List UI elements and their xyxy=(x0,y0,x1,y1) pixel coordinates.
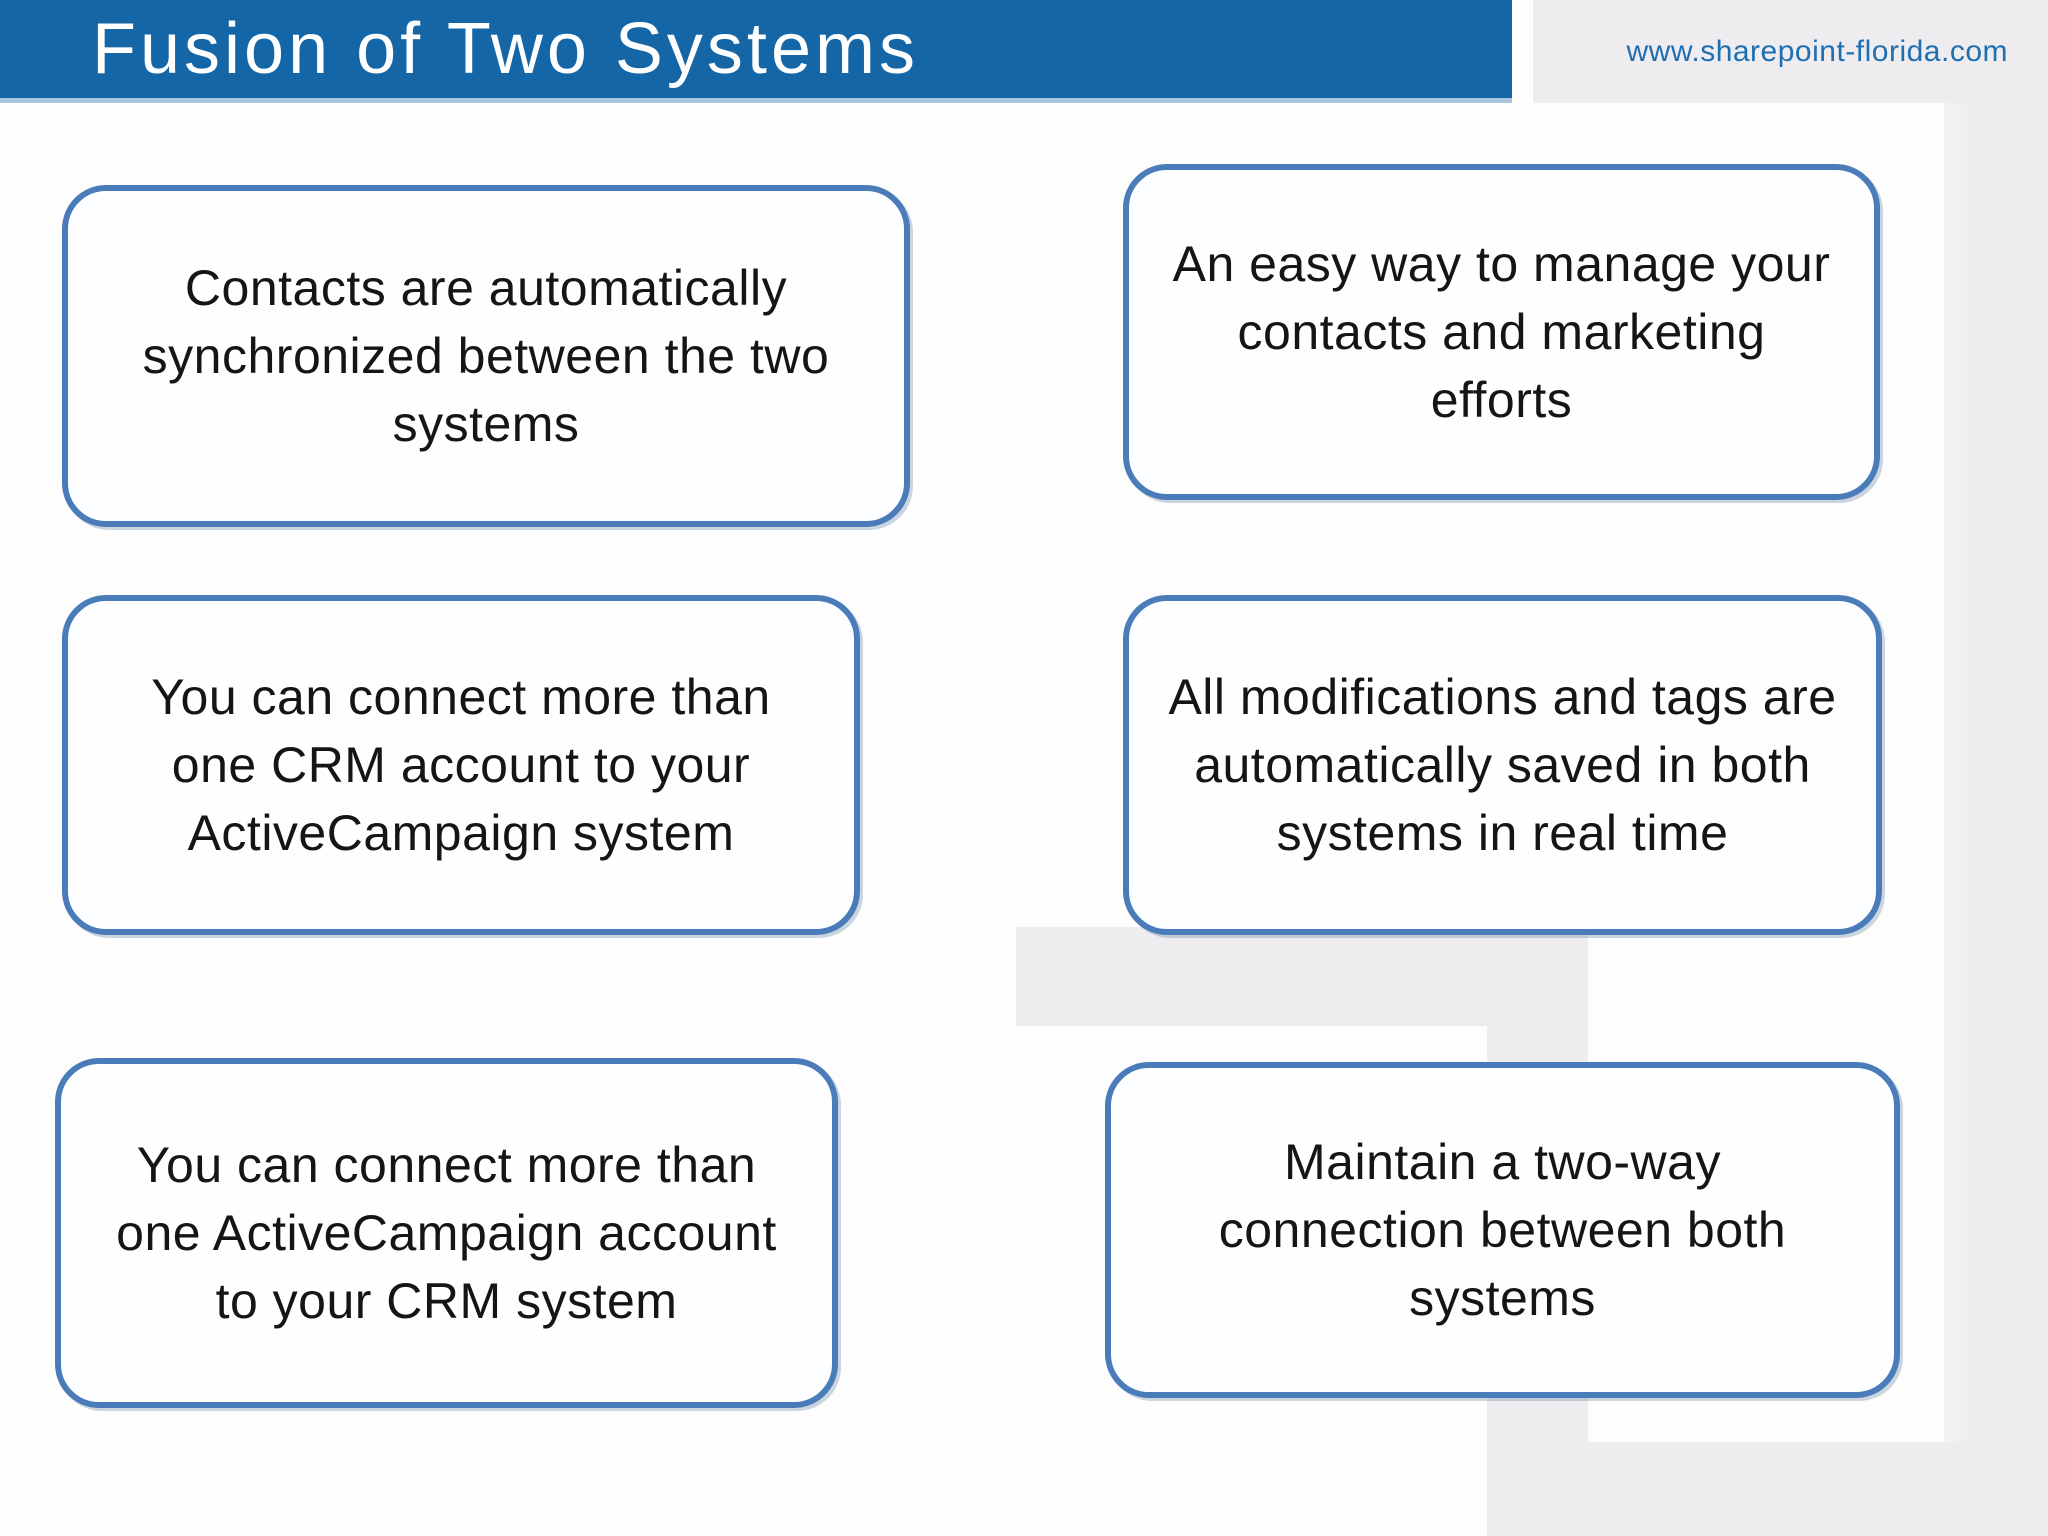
slide-title: Fusion of Two Systems xyxy=(92,9,919,89)
feature-box-auto-save: All modifications and tags are automatic… xyxy=(1123,595,1882,935)
feature-box-text: An easy way to manage your contacts and … xyxy=(1172,236,1831,428)
feature-box-two-way: Maintain a two-way connection between bo… xyxy=(1105,1062,1900,1398)
feature-box-multi-crm: You can connect more than one CRM accoun… xyxy=(62,595,860,935)
feature-box-text: You can connect more than one ActiveCamp… xyxy=(116,1137,777,1329)
website-url: www.sharepoint-florida.com xyxy=(1626,34,2008,68)
feature-box-contacts-sync: Contacts are automatically synchronized … xyxy=(62,185,910,527)
title-bar: Fusion of Two Systems xyxy=(0,0,1512,103)
decor-horizontal-bar xyxy=(1016,927,1588,1026)
url-banner: www.sharepoint-florida.com xyxy=(1533,0,2048,103)
feature-box-text: All modifications and tags are automatic… xyxy=(1168,669,1837,861)
decor-bottom-right-block xyxy=(1588,1442,2048,1536)
feature-box-text: Contacts are automatically synchronized … xyxy=(142,260,830,452)
feature-box-text: Maintain a two-way connection between bo… xyxy=(1218,1134,1787,1326)
feature-box-text: You can connect more than one CRM accoun… xyxy=(151,669,771,861)
decor-right-column xyxy=(1944,0,2048,1447)
feature-box-easy-manage: An easy way to manage your contacts and … xyxy=(1123,164,1880,500)
feature-box-multi-ac: You can connect more than one ActiveCamp… xyxy=(55,1058,838,1408)
